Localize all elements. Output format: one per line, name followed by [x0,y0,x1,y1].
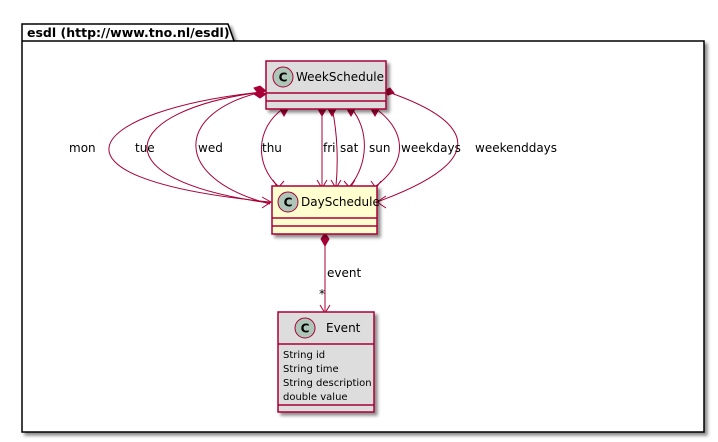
arrowhead-left-group [261,196,272,209]
relation-label-tue: tue [135,141,155,155]
diamond-left-2 [253,90,267,99]
class-event: C Event String id String time String des… [277,311,375,413]
relation-label-weekdays: weekdays [401,141,461,155]
multiplicity-event: * [319,287,325,301]
relation-line-sat [331,107,338,187]
class-icon [294,317,316,339]
relation-line-thu [260,107,285,187]
class-icon [277,191,299,213]
class-icon-glyph: C [279,71,288,85]
relation-line-weekenddays [376,91,459,203]
relation-label-fri: fri [323,141,336,155]
package-title: esdl (http://www.tno.nl/esdl) [27,25,230,40]
relation-label-weekenddays: weekenddays [475,141,557,155]
relations-group [108,91,459,311]
class-icon-glyph: C [301,322,310,336]
relation-label-mon: mon [69,141,96,155]
relation-label-sat: sat [340,141,359,155]
relation-label-event: event [327,266,361,280]
relation-label-wed: wed [198,141,223,155]
class-icon-glyph: C [284,196,293,210]
class-event-box [277,311,375,413]
class-dayschedule: C DaySchedule [271,185,380,235]
relation-line-sun [349,107,365,187]
attribute-time: String time [283,364,339,375]
diamond-event [320,232,330,248]
class-icon [272,66,294,88]
class-name-weekschedule: WeekSchedule [296,70,384,84]
relation-label-sun: sun [369,141,390,155]
attribute-value: double value [283,392,348,403]
relation-line-mon [108,91,271,203]
relation-label-thu: thu [262,141,282,155]
attribute-id: String id [283,350,325,361]
relation-line-tue [146,91,271,204]
class-weekschedule: C WeekSchedule [265,60,387,110]
relation-labels: mon tue wed thu fri sat sun weekdays wee… [69,141,557,301]
attribute-description: String description [283,378,372,389]
class-name-dayschedule: DaySchedule [301,195,380,209]
class-name-event: Event [326,321,361,335]
relation-line-weekdays [374,107,401,187]
relation-line-wed [195,91,271,205]
